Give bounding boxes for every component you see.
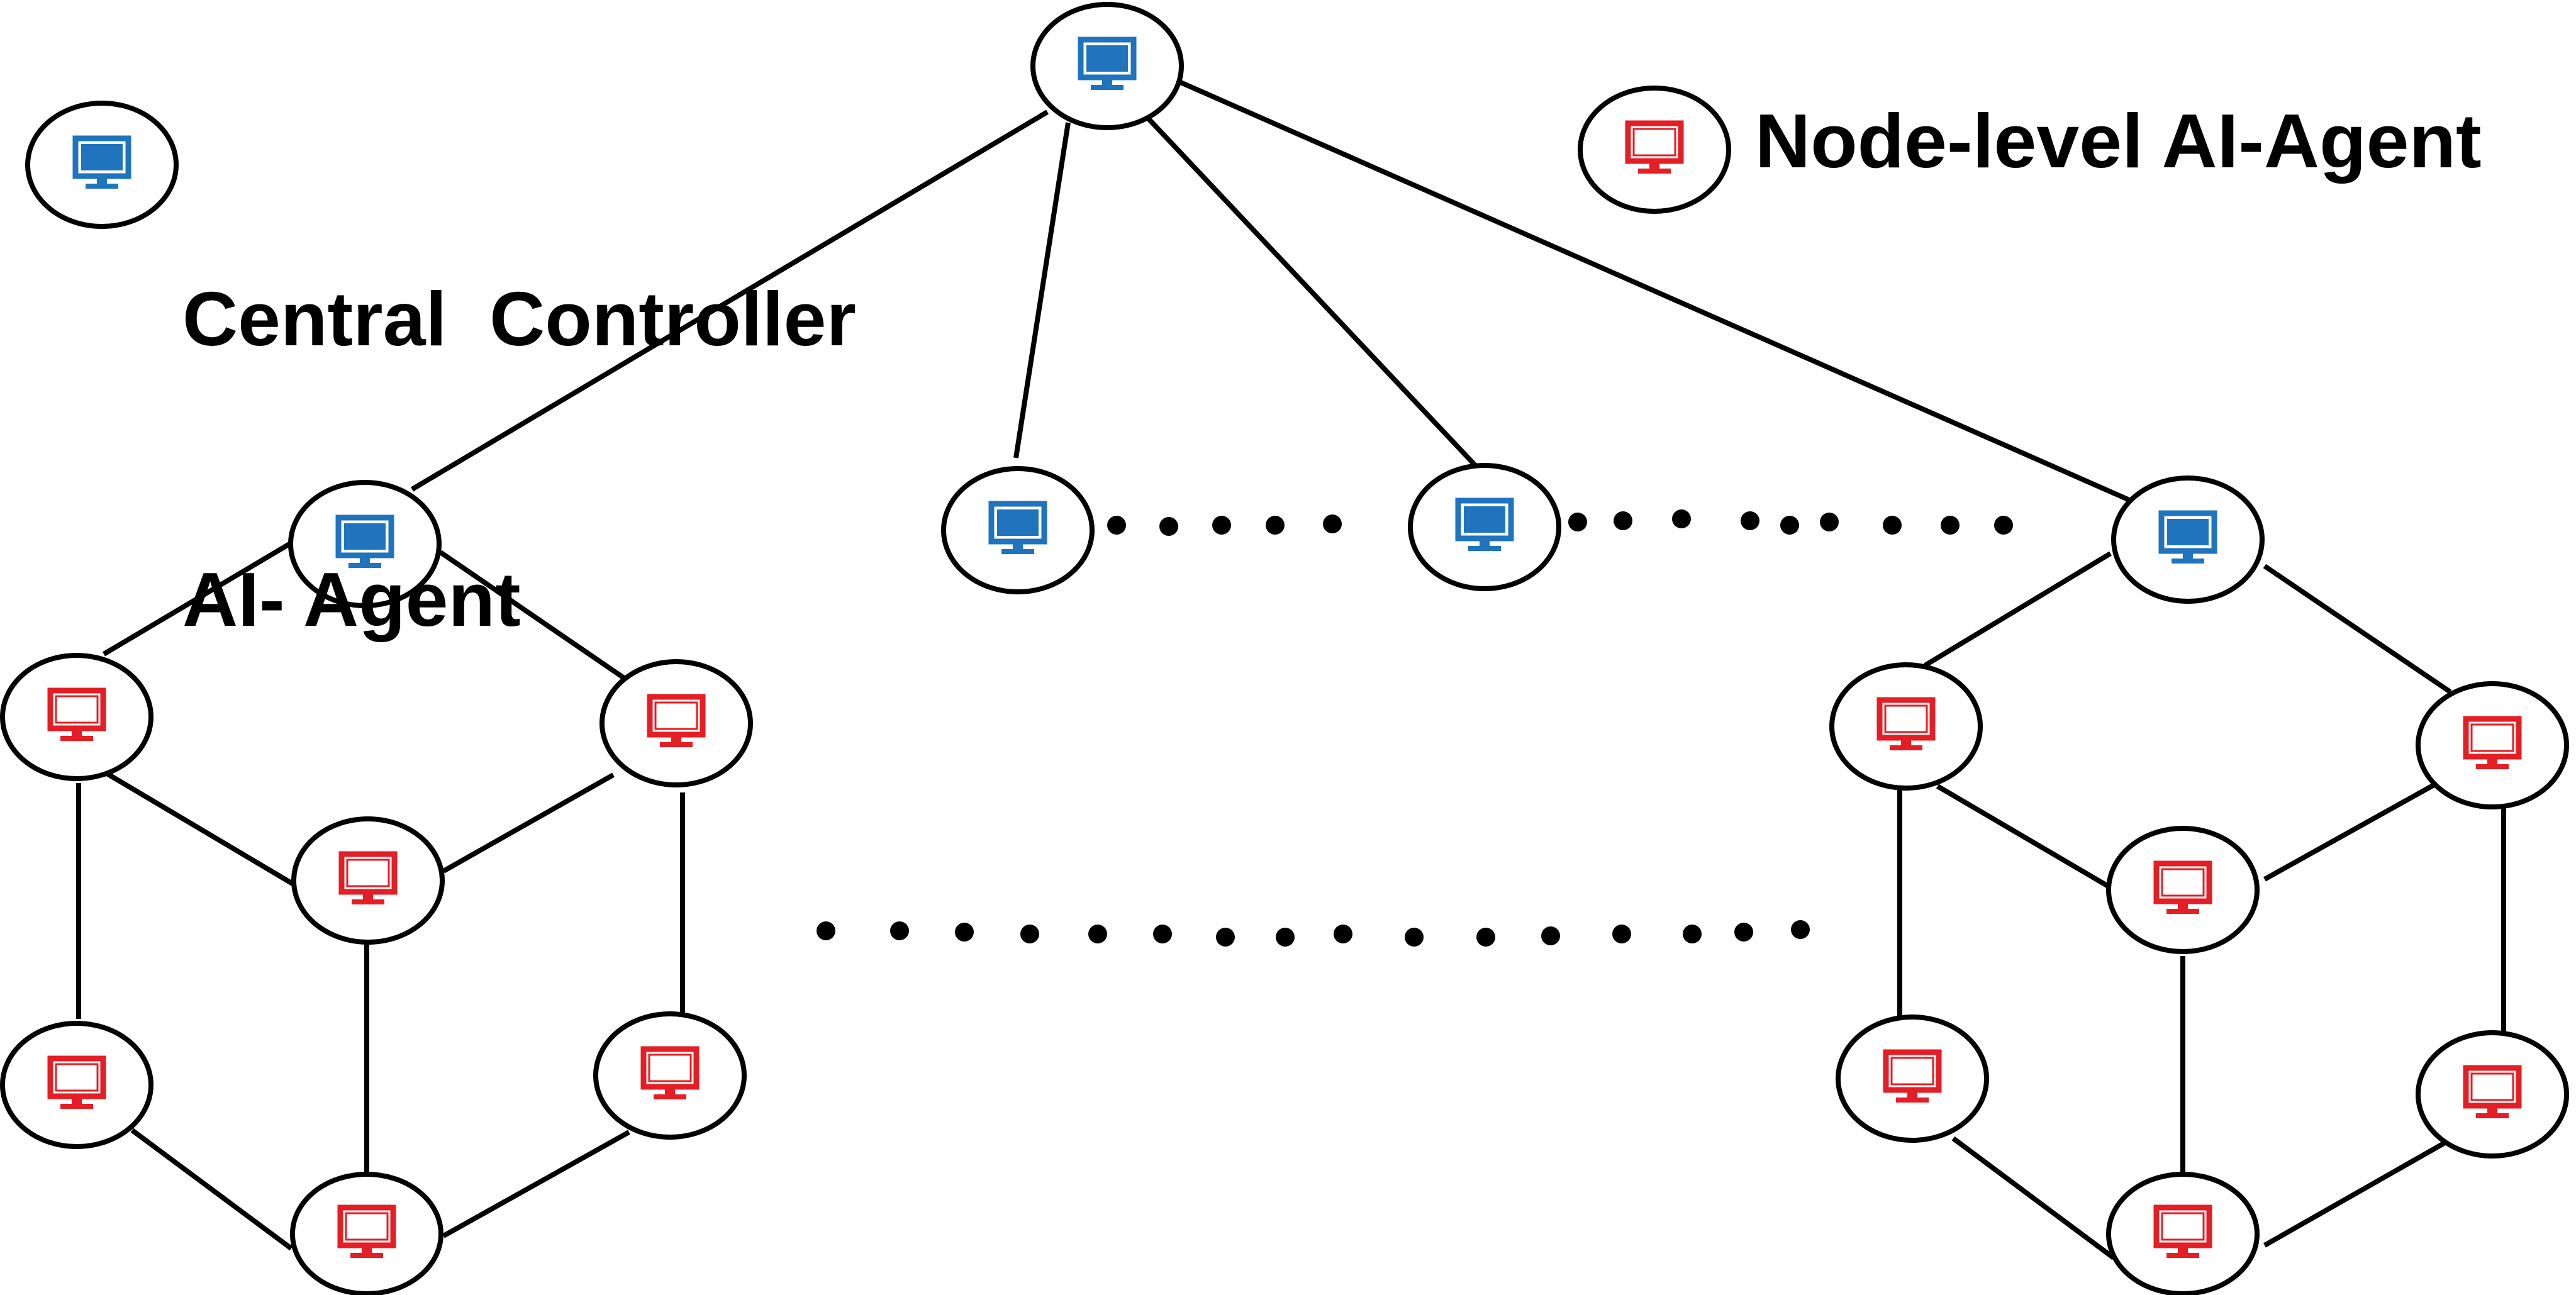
ellipsis-dot bbox=[1020, 925, 1039, 943]
ellipsis-dots-bottom-row bbox=[817, 920, 1810, 947]
edge bbox=[102, 542, 291, 657]
node-agent-left-center bbox=[291, 816, 445, 945]
ellipsis-dots-middle-row bbox=[1107, 509, 2013, 536]
node-agent-right-bottom-right bbox=[2416, 1030, 2569, 1159]
edge bbox=[410, 109, 1049, 492]
ellipsis-dot bbox=[1994, 516, 2013, 535]
node-agent-right-bottom bbox=[2106, 1172, 2260, 1295]
central-agent-node-left-cluster bbox=[288, 480, 442, 608]
edge bbox=[2263, 779, 2442, 882]
ellipsis-dot bbox=[1266, 516, 1285, 535]
legend-central-agent-node bbox=[25, 101, 179, 229]
edge bbox=[438, 550, 628, 682]
ellipsis-dot bbox=[1820, 513, 1839, 531]
ellipsis-dot bbox=[1088, 925, 1107, 943]
ellipsis-dot bbox=[1734, 923, 1753, 942]
node-agent-left-bottom-left bbox=[0, 1021, 153, 1149]
edge bbox=[105, 771, 294, 886]
edge bbox=[442, 1130, 630, 1238]
ellipsis-dot bbox=[955, 923, 974, 942]
ellipsis-dot bbox=[1568, 513, 1587, 531]
ellipsis-dot bbox=[1614, 511, 1632, 530]
edges bbox=[76, 78, 2506, 1260]
node-agent-right-top-right bbox=[2416, 681, 2569, 809]
ellipsis-dot bbox=[1741, 511, 1759, 530]
central-agent-node-middle-1 bbox=[941, 466, 1095, 594]
legend-central-line-1: Central Controller bbox=[182, 275, 857, 362]
legend-node-agent-node bbox=[1578, 86, 1731, 214]
ellipsis-dot bbox=[1476, 928, 1495, 947]
ellipsis-dot bbox=[817, 921, 835, 940]
ellipsis-dot bbox=[1941, 516, 1960, 535]
node-agent-right-top-left bbox=[1829, 662, 1983, 791]
edge bbox=[2263, 1139, 2448, 1248]
edge bbox=[1936, 784, 2122, 896]
ellipsis-dot bbox=[1541, 926, 1560, 945]
edge bbox=[1175, 78, 2131, 503]
legend-node-label: Node-level AI-Agent bbox=[1755, 98, 2482, 184]
ellipsis-dot bbox=[1216, 928, 1235, 947]
node-agent-left-bottom-right bbox=[593, 1011, 747, 1140]
edge bbox=[130, 1128, 293, 1251]
legend-central-line-2: AI- Agent bbox=[182, 557, 521, 643]
ellipsis-dot bbox=[1672, 509, 1691, 528]
ellipsis-dot bbox=[1683, 925, 1702, 943]
node-agent-left-top-left bbox=[0, 653, 153, 781]
node-agent-right-bottom-left bbox=[1836, 1014, 1989, 1143]
edge bbox=[442, 772, 615, 874]
legend-central-label: Central Controller AI- Agent bbox=[182, 85, 856, 740]
ellipsis-dot bbox=[1780, 516, 1799, 535]
central-agent-node-middle-2 bbox=[1408, 463, 1561, 591]
ellipsis-dot bbox=[1212, 516, 1231, 535]
central-agent-node-top bbox=[1030, 2, 1184, 130]
node-agent-right-center bbox=[2106, 826, 2260, 954]
ellipsis-dot bbox=[1334, 925, 1352, 943]
edge bbox=[1951, 1136, 2116, 1260]
edge bbox=[1146, 116, 1480, 470]
ellipsis-dot bbox=[1791, 920, 1810, 939]
edge bbox=[2263, 564, 2452, 694]
ellipsis-dot bbox=[1153, 925, 1172, 943]
ellipsis-dot bbox=[1159, 517, 1178, 536]
edge bbox=[1923, 551, 2112, 668]
ellipsis-dot bbox=[1405, 928, 1424, 947]
ellipsis-dot bbox=[1323, 514, 1342, 533]
node-agent-left-top-right bbox=[599, 659, 753, 787]
ellipsis-dot bbox=[1107, 516, 1126, 535]
node-agent-left-bottom bbox=[290, 1172, 443, 1295]
ellipsis-dot bbox=[1612, 925, 1631, 943]
ellipsis-dot bbox=[1883, 516, 1902, 535]
edge bbox=[1013, 122, 1071, 459]
ellipsis-dot bbox=[890, 921, 909, 940]
ellipsis-dot bbox=[1276, 928, 1295, 947]
central-agent-node-right-cluster bbox=[2111, 475, 2265, 604]
